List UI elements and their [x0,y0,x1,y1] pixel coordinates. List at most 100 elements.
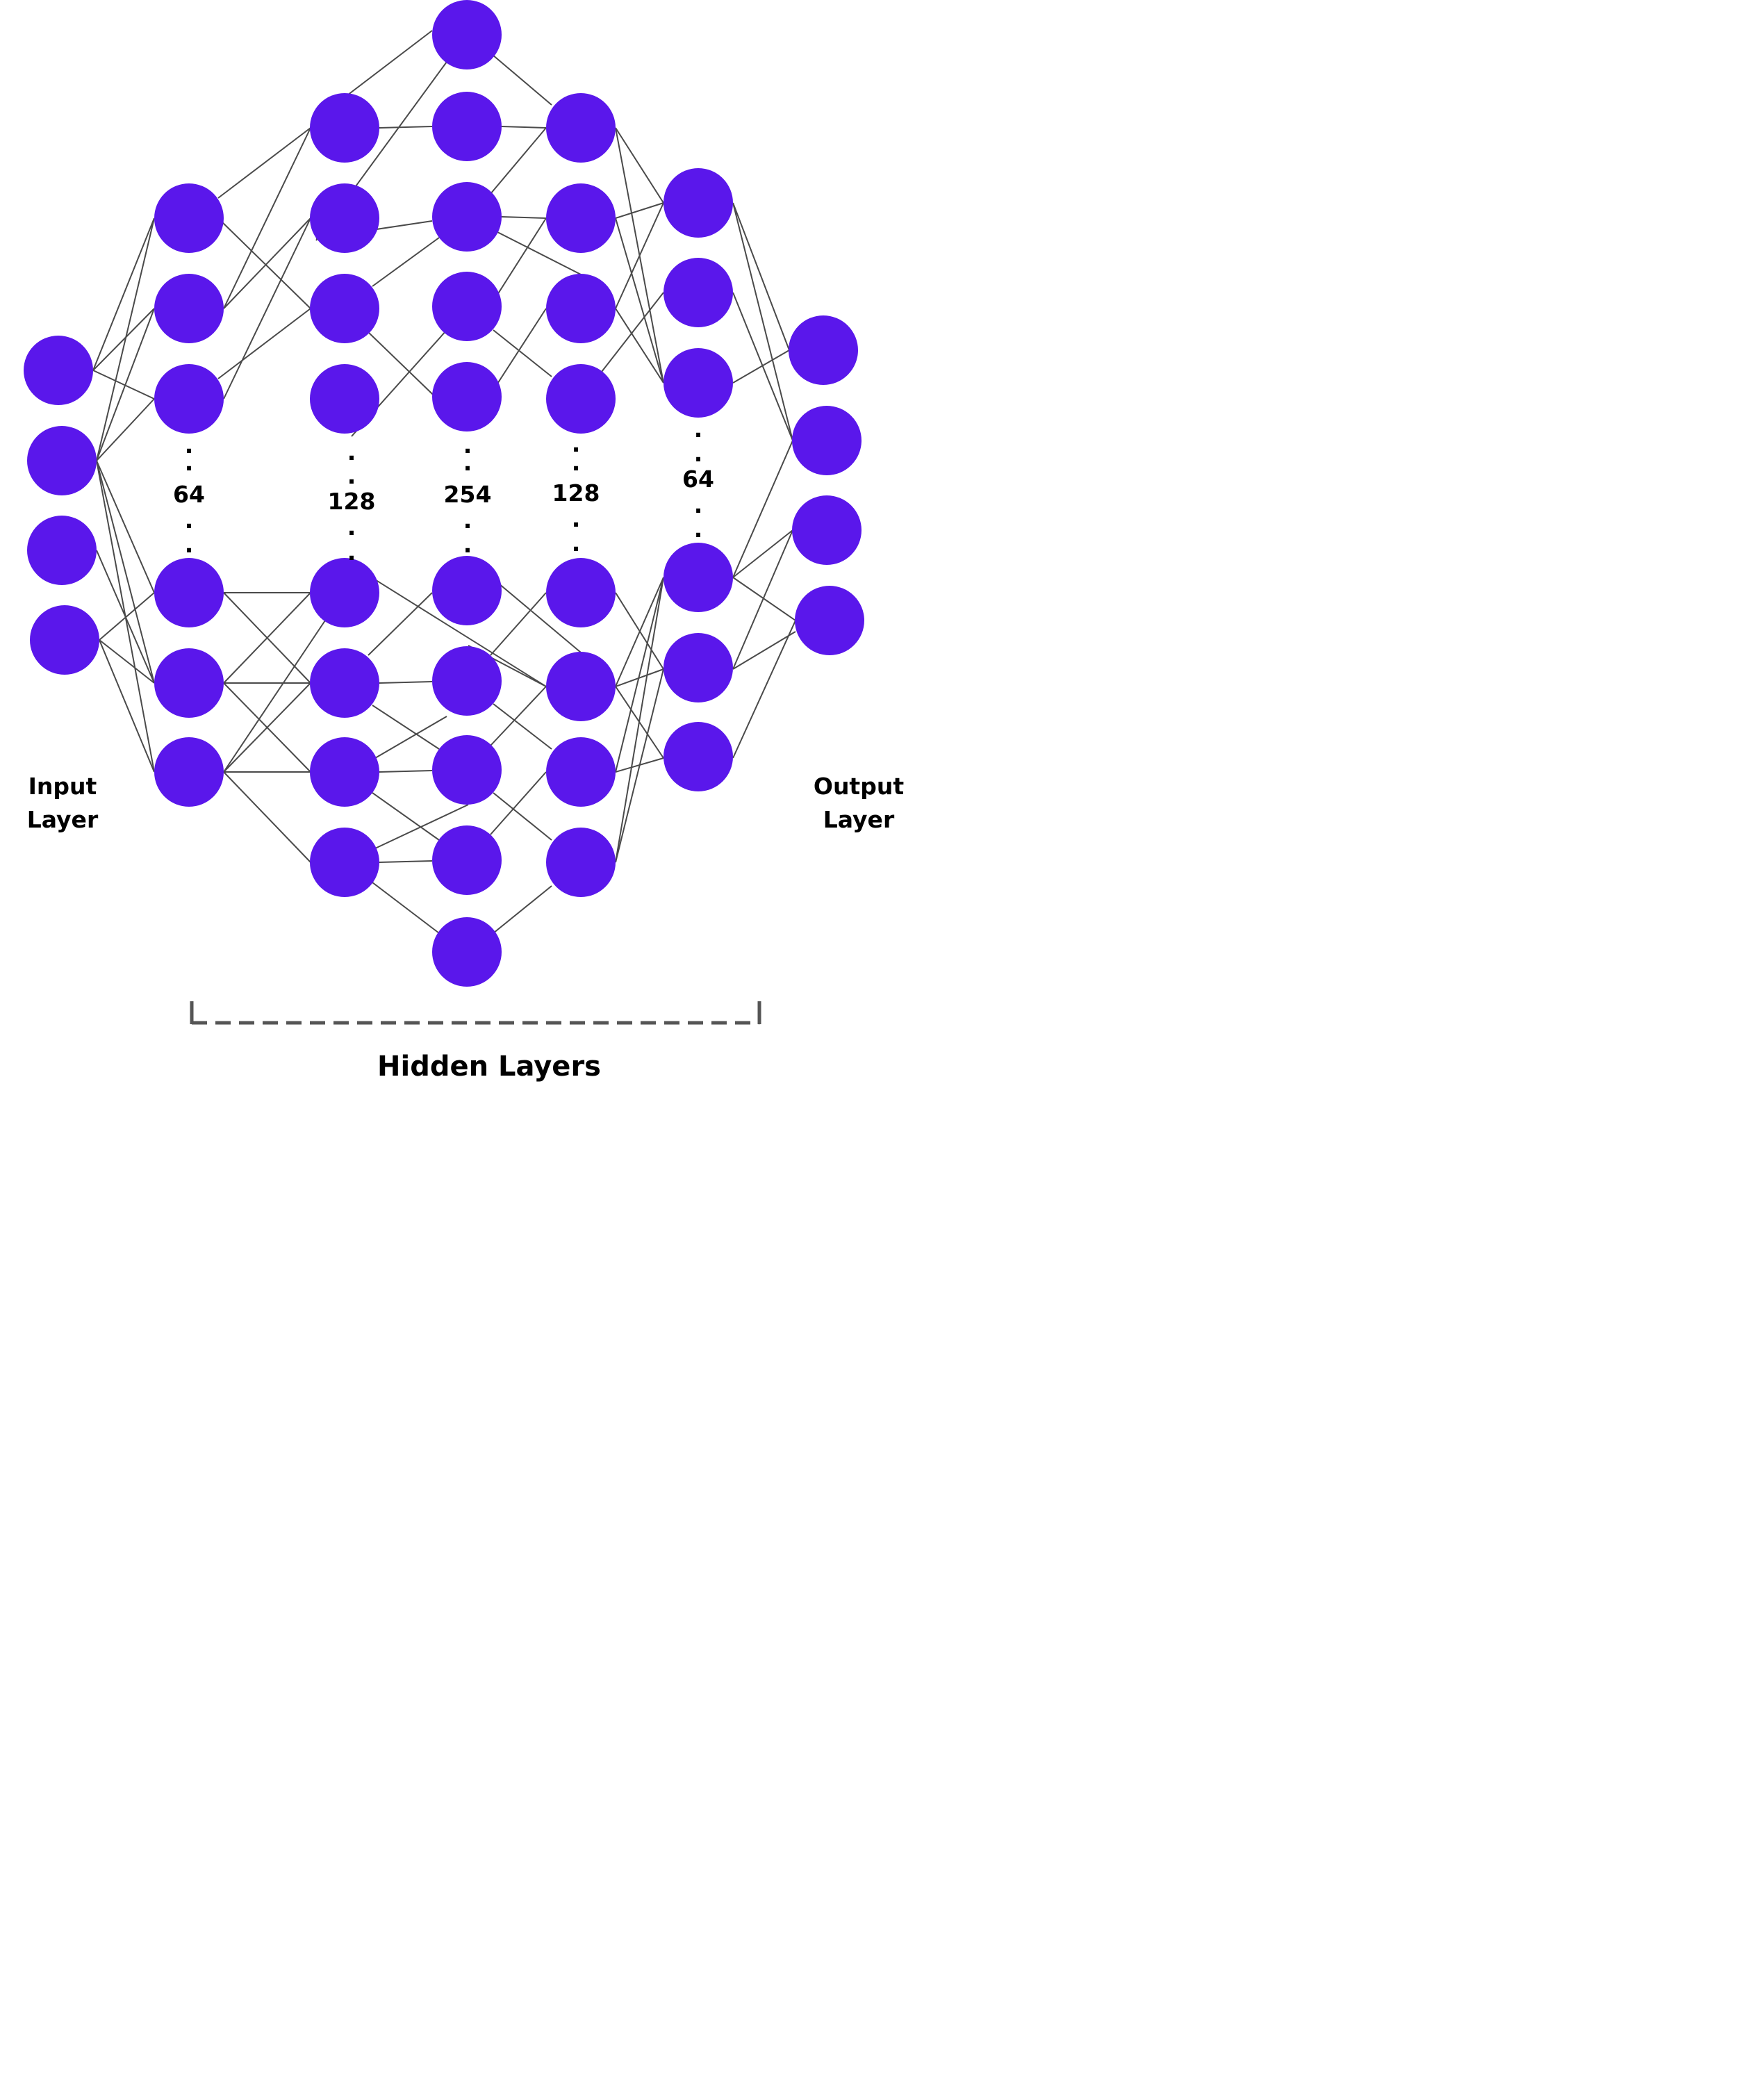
hidden-node [546,558,616,627]
connection [379,126,433,129]
input-layer-label-line2: Layer [27,806,99,833]
hidden-node [432,646,502,716]
output-layer-label-line2: Layer [823,806,895,833]
hidden-node [546,274,616,343]
connection [96,398,155,461]
hidden-node [154,274,224,343]
connection [493,329,552,377]
connection [493,703,552,750]
connection [92,370,155,400]
output-node [795,586,864,655]
hidden-node [154,183,224,253]
connection [732,529,793,578]
connection [601,292,664,372]
connection [615,217,664,384]
hidden-node [432,362,502,431]
ellipsis-dot: . [572,505,581,532]
hidden-layers-bracket [190,1001,761,1025]
connection [351,564,547,687]
hidden-node [310,364,379,434]
connection [217,217,311,309]
connection [347,30,433,96]
connection [732,631,796,670]
layer-size-label: 254 [444,481,492,508]
ellipsis-dot: . [572,430,581,457]
hidden-node [432,917,502,987]
hidden-node [154,648,224,718]
ellipsis-dot: . [185,507,194,534]
hidden-node [546,652,616,721]
connection [501,216,547,219]
ellipsis-dot: . [694,416,703,443]
connection [223,217,311,400]
input-node [30,605,99,675]
hidden-node [310,828,379,897]
connection [490,771,547,835]
output-node [789,315,858,385]
connection [223,217,311,309]
connection [223,127,311,309]
ellipsis-dot: . [694,516,703,543]
connection [379,681,433,684]
connection [223,592,311,684]
layer-size-label: 128 [328,488,376,515]
connection [217,308,311,379]
ellipsis-dot: . [185,531,194,558]
hidden-node [546,364,616,434]
connection [374,804,469,849]
hidden-node [546,93,616,163]
layer-size-labels: . . 64 . . . . 128 . . . . 254 . . . . 1… [173,416,714,566]
connection [732,577,796,621]
connection [490,686,547,746]
hidden-node [310,93,379,163]
layer-size-label: 64 [682,466,714,493]
connection [732,620,796,759]
connection [615,577,664,863]
input-node [24,336,93,405]
input-node [27,426,97,495]
connection [223,771,311,863]
connection [368,592,433,656]
neural-network-diagram: . . 64 . . . . 128 . . . . 254 . . . . 1… [24,0,904,1083]
connection [223,682,311,773]
connection [732,529,793,670]
connection [732,202,790,351]
connection [379,770,433,773]
input-layer-label-line1: Input [28,773,97,800]
hidden-node [310,274,379,343]
connection [615,577,664,773]
layer-size-label: 64 [173,481,205,508]
connection [217,127,311,199]
hidden-node [432,272,502,341]
connection [490,592,547,656]
hidden-node [310,558,379,627]
hidden-node [432,0,502,69]
hidden-node [432,735,502,805]
hidden-node [154,737,224,807]
hidden-node [663,722,733,791]
output-layer-label-line1: Output [814,773,904,800]
connection [501,126,547,129]
hidden-node [663,348,733,418]
hidden-node [432,825,502,895]
connection [96,460,155,684]
hidden-node [432,556,502,625]
hidden-node [663,633,733,702]
connection [493,792,552,841]
ellipsis-dot: . [347,539,356,566]
connection [372,237,440,287]
connection [615,668,664,687]
connection [96,308,155,461]
connection [223,620,326,773]
connection [615,308,664,384]
connection [732,440,793,578]
connection [92,308,155,371]
connection [732,350,790,384]
ellipsis-dot: . [185,431,194,459]
hidden-node [663,258,733,327]
hidden-node [310,648,379,718]
connection [96,217,155,461]
ellipsis-dot: . [347,462,356,489]
hidden-node [546,737,616,807]
connection [374,716,447,759]
